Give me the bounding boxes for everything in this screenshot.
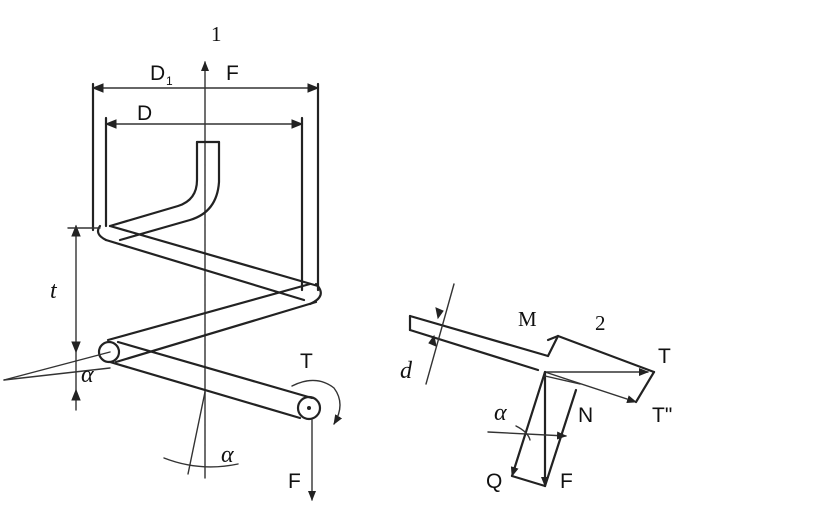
coil-section-right-center xyxy=(307,406,311,410)
outer-dim-arrow-left xyxy=(91,83,104,93)
pitch-arrow-bottom xyxy=(71,341,81,354)
wire-diameter-arrow-bottom xyxy=(428,334,437,347)
outer-dim-arrow-right xyxy=(307,83,320,93)
torque-label: T xyxy=(300,350,313,373)
pitch-label: t xyxy=(50,278,58,304)
figure-1-number: 1 xyxy=(211,22,222,46)
inner-dim-arrow-right xyxy=(291,119,304,129)
coil-3-lower-edge xyxy=(108,360,302,420)
coil-bend-right xyxy=(308,282,322,306)
torque-component-label: T" xyxy=(652,404,672,427)
contact-notch xyxy=(546,334,560,342)
inner-diameter-label: D xyxy=(137,102,152,125)
wire-diameter-label: d xyxy=(400,358,413,384)
coil-1-lower-edge xyxy=(104,238,306,302)
torque-component-arrow xyxy=(544,371,637,403)
normal-force-top xyxy=(544,375,581,385)
bottom-angle-arc xyxy=(163,457,239,468)
angle-label: α xyxy=(494,400,507,426)
q-f-closing-line xyxy=(510,474,547,488)
coil-3-upper-edge xyxy=(116,340,314,400)
figure-2-forces: 2 M d T T" N α Q F xyxy=(400,283,672,493)
pitch-arrow-top xyxy=(71,224,81,237)
inner-dim-arrow-left xyxy=(104,119,117,129)
bottom-angle-line xyxy=(187,391,206,475)
torque-body-upper xyxy=(556,334,656,374)
axial-force-bottom-label: F xyxy=(288,470,301,493)
spring-hook-outer xyxy=(118,140,221,242)
helix-angle-left-label: α xyxy=(81,362,94,388)
figure-2-number: 2 xyxy=(595,311,606,335)
torque-arc-arrow xyxy=(291,379,343,425)
q-vector-arrow xyxy=(510,370,547,478)
helix-angle-line-upper xyxy=(3,351,111,381)
point-m-label: M xyxy=(518,307,537,331)
q-label: Q xyxy=(486,470,502,493)
angle-arc xyxy=(515,425,531,441)
force-label: F xyxy=(560,470,573,493)
outer-diameter-subscript: 1 xyxy=(166,74,173,88)
wire-diameter-line xyxy=(425,283,455,385)
pitch-arrow-bottom-2 xyxy=(71,388,81,401)
coil-section-right xyxy=(296,395,322,421)
outer-diameter-label: D xyxy=(150,62,165,85)
figure-1-spring: 1 D 1 D F t α α T F xyxy=(3,22,343,501)
axial-force-top-label: F xyxy=(226,62,239,85)
wire-lower-edge xyxy=(408,328,540,372)
torque-body-right xyxy=(634,370,656,404)
normal-force-label: N xyxy=(578,404,593,427)
contact-left xyxy=(546,334,560,358)
helix-angle-line-lower xyxy=(3,367,111,381)
coil-1-upper-edge xyxy=(108,224,320,288)
spring-hook-inner xyxy=(108,140,199,228)
coil-2-upper-edge xyxy=(106,282,312,342)
torque-vector-label: T xyxy=(658,345,671,368)
wire-upper-edge xyxy=(408,314,550,358)
helix-angle-bottom-label: α xyxy=(221,442,234,468)
wire-diameter-arrow-top xyxy=(435,307,444,320)
